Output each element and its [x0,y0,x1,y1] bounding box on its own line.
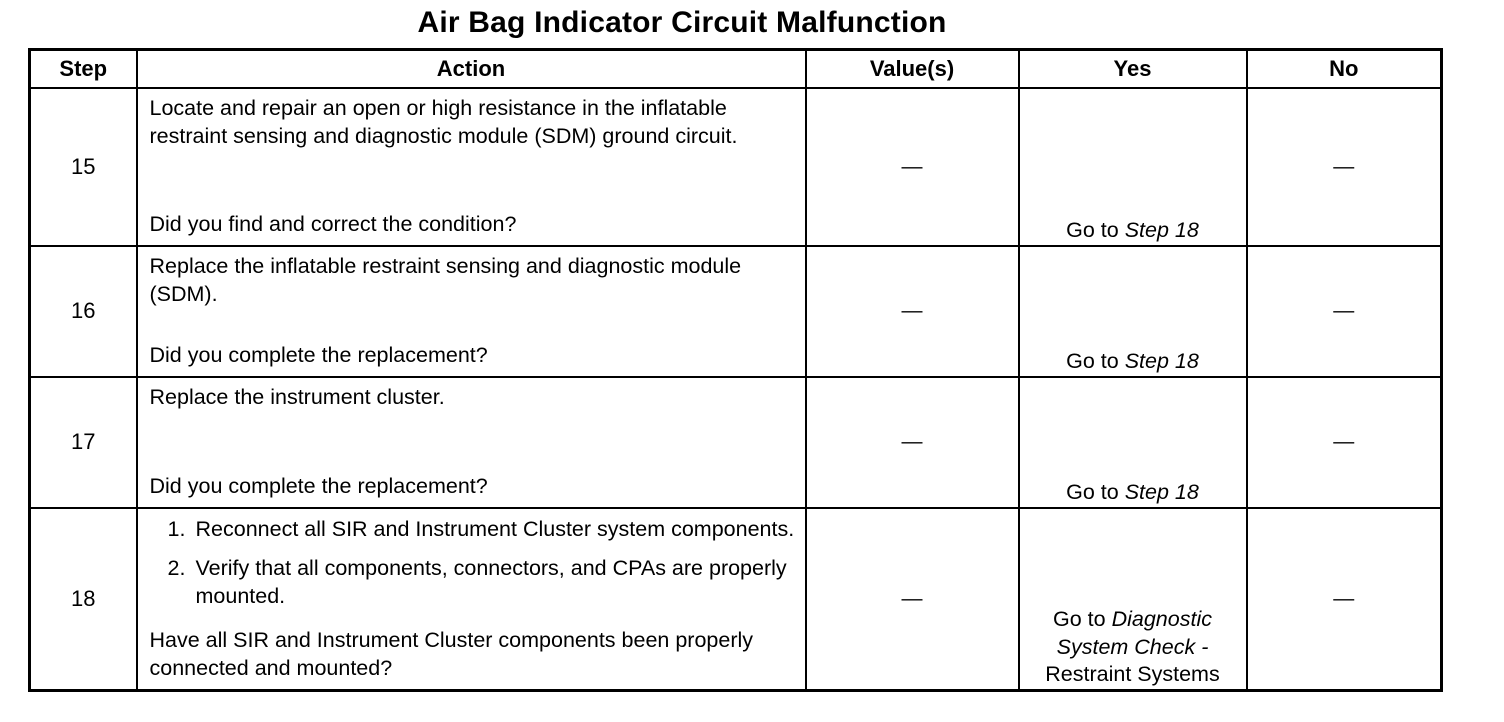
value-cell: — [804,506,1020,692]
action-text: Replace the instrument cluster. [149,384,445,409]
value-cell: — [804,86,1020,247]
list-item: 1. Reconnect all SIR and Instrument Clus… [168,515,799,543]
col-header-no: No [1245,48,1443,89]
yes-cell: Go to Step 18 [1017,244,1248,378]
no-cell: — [1245,86,1443,247]
table-row-step-16: 16 Replace the inflatable restraint sens… [28,244,1443,378]
action-cell: Locate and repair an open or high resist… [135,86,807,247]
goto-target-suffix: Restraint Systems [1045,662,1220,687]
goto-instruction: Go to Step 18 [1066,218,1199,242]
action-text: Replace the inflatable restraint sensing… [149,253,742,306]
value-cell: — [804,375,1020,509]
step-number: 16 [28,244,138,378]
action-cell: Replace the inflatable restraint sensing… [135,244,807,378]
goto-prefix: Go to [1066,479,1119,504]
table-row-step-15: 15 Locate and repair an open or high res… [28,86,1443,247]
goto-instruction: Go to Diagnostic System Check - Restrain… [1045,607,1219,686]
list-item-number: 2. [167,555,186,580]
action-cell: 1. Reconnect all SIR and Instrument Clus… [135,506,807,692]
table-row-step-18: 18 1. Reconnect all SIR and Instrument C… [28,506,1443,692]
yes-cell: Go to Step 18 [1017,86,1248,247]
no-cell: — [1245,506,1443,692]
goto-target: Diagnostic System Check - [1056,607,1212,659]
goto-target: Step 18 [1124,479,1199,504]
action-question: Did you complete the replacement? [149,473,488,498]
list-item: 2. Verify that all components, connector… [168,554,799,611]
col-header-step: Step [28,48,138,89]
action-question: Have all SIR and Instrument Cluster comp… [149,628,754,681]
goto-target: Step 18 [1124,348,1199,373]
goto-instruction: Go to Step 18 [1066,349,1199,373]
no-cell: — [1245,244,1443,378]
table-row-step-17: 17 Replace the instrument cluster. Did y… [28,375,1443,509]
yes-cell: Go to Diagnostic System Check - Restrain… [1017,506,1248,692]
goto-instruction: Go to Step 18 [1066,480,1199,504]
goto-target: Step 18 [1124,217,1199,242]
list-item-text: Reconnect all SIR and Instrument Cluster… [195,516,795,541]
goto-prefix: Go to [1066,348,1119,373]
goto-prefix: Go to [1053,607,1106,632]
action-text: Locate and repair an open or high resist… [149,95,738,148]
action-question: Did you complete the replacement? [149,342,488,367]
no-cell: — [1245,375,1443,509]
yes-cell: Go to Step 18 [1017,375,1248,509]
list-item-number: 1. [167,516,186,541]
col-header-yes: Yes [1017,48,1248,89]
list-item-text: Verify that all components, connectors, … [195,555,787,609]
page-title: Air Bag Indicator Circuit Malfunction [417,6,947,39]
step-number: 15 [28,86,138,247]
col-header-action: Action [135,48,807,89]
goto-prefix: Go to [1066,217,1119,242]
value-cell: — [804,244,1020,378]
diagnostic-table: Step Action Value(s) Yes No 15 Locate an… [28,48,1443,692]
action-question: Did you find and correct the condition? [149,211,517,236]
header-row: Step Action Value(s) Yes No [28,48,1443,89]
action-cell: Replace the instrument cluster. Did you … [135,375,807,509]
step-number: 18 [28,506,138,692]
col-header-values: Value(s) [804,48,1020,89]
step-number: 17 [28,375,138,509]
action-numbered-list: 1. Reconnect all SIR and Instrument Clus… [139,510,804,611]
